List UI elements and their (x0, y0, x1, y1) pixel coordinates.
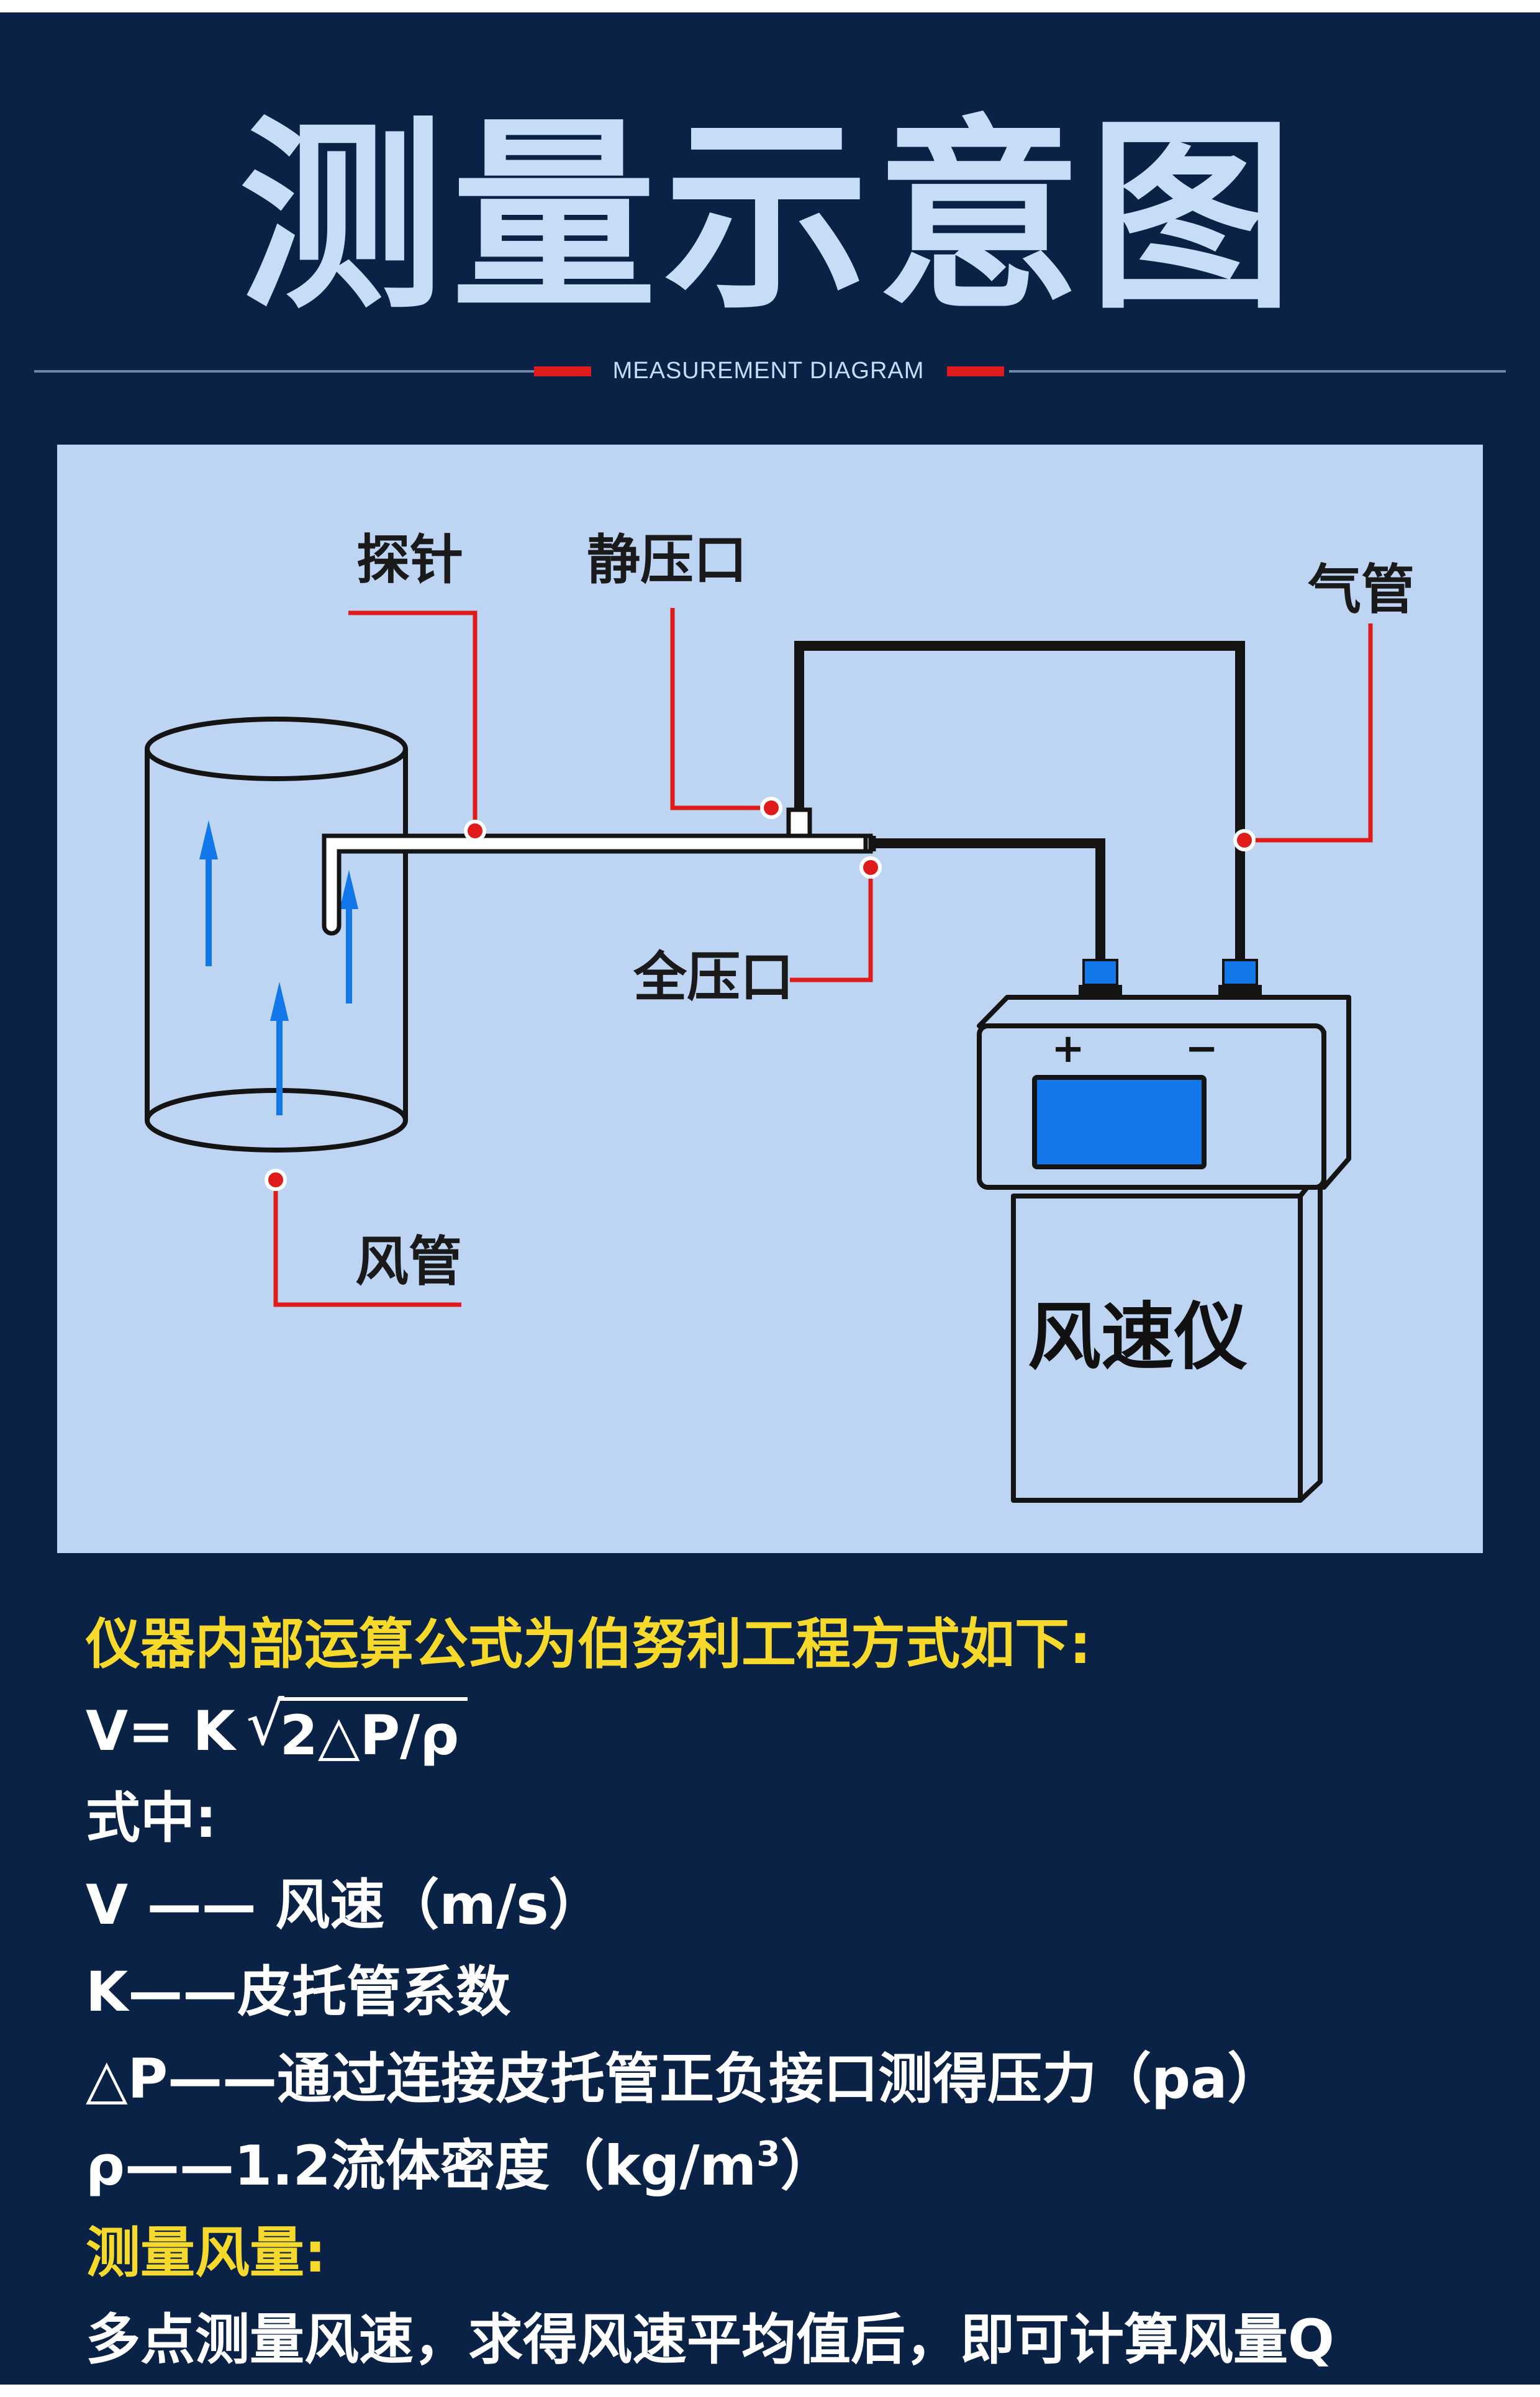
definition-v: V —— 风速（m/s） (86, 1873, 604, 1937)
definition-rho-text: ρ——1.2流体密度（kg/m (86, 2134, 757, 2198)
formula-explanation: 仪器内部运算公式为伯努利工程方式如下: V= K √ 2△P/ρ 式中: V —… (86, 1615, 1489, 2397)
airflow-heading: 测量风量: (86, 2221, 327, 2285)
subtitle-rule-left (34, 370, 534, 373)
callout-air-duct: 风管 (355, 1231, 462, 1293)
formula-prefix: V= K (86, 1699, 235, 1763)
airflow-arrows (199, 820, 358, 1115)
definition-rho-superscript: 3 (756, 2134, 781, 2174)
radical-sign-icon: √ (246, 1689, 284, 1759)
anemometer-device (977, 995, 1351, 1503)
device-label: 风速仪 (1027, 1294, 1248, 1380)
subtitle-red-accent-left (534, 366, 591, 376)
device-screen (1032, 1075, 1207, 1169)
formula-radicand: 2△P/ρ (277, 1697, 468, 1765)
definition-rho-close: ） (780, 2134, 835, 2198)
leader-dots (265, 797, 1256, 1191)
callout-total-port: 全压口 (633, 946, 794, 1008)
leader-lines (273, 608, 1373, 1307)
callout-static-port: 静压口 (587, 529, 747, 591)
minus-sign: − (1185, 1026, 1218, 1072)
definition-delta-p: △P——通过连接皮托管正负接口测得压力（pa） (86, 2047, 1282, 2111)
page-title: 测量示意图 (239, 98, 1301, 337)
air-tubes (794, 641, 1245, 960)
plus-sign: + (1051, 1026, 1085, 1072)
page-subtitle: MEASUREMENT DIAGRAM (612, 358, 925, 384)
pitot-tube (322, 807, 876, 936)
subtitle-red-accent-right (947, 366, 1004, 376)
definition-k: K——皮托管系数 (86, 1960, 511, 2024)
subtitle-rule-right (1009, 370, 1506, 373)
definition-rho: ρ——1.2流体密度（kg/m3） (86, 2136, 1489, 2196)
page-background: 测量示意图 MEASUREMENT DIAGRAM (0, 12, 1540, 2385)
formula-intro: 仪器内部运算公式为伯努利工程方式如下: (86, 1612, 1092, 1676)
measurement-diagram: + − 探针 静压口 气管 全压口 风管 风速仪 (57, 445, 1483, 1553)
airflow-text: 多点测量风速，求得风速平均值后，即可计算风量Q (86, 2308, 1334, 2372)
formula: V= K √ 2△P/ρ (86, 1690, 1489, 1765)
callout-probe: 探针 (356, 529, 463, 591)
callout-air-tube: 气管 (1308, 559, 1415, 621)
square-root: √ 2△P/ρ (247, 1690, 468, 1765)
hose-connectors (1079, 959, 1262, 999)
where-label: 式中: (86, 1786, 217, 1850)
